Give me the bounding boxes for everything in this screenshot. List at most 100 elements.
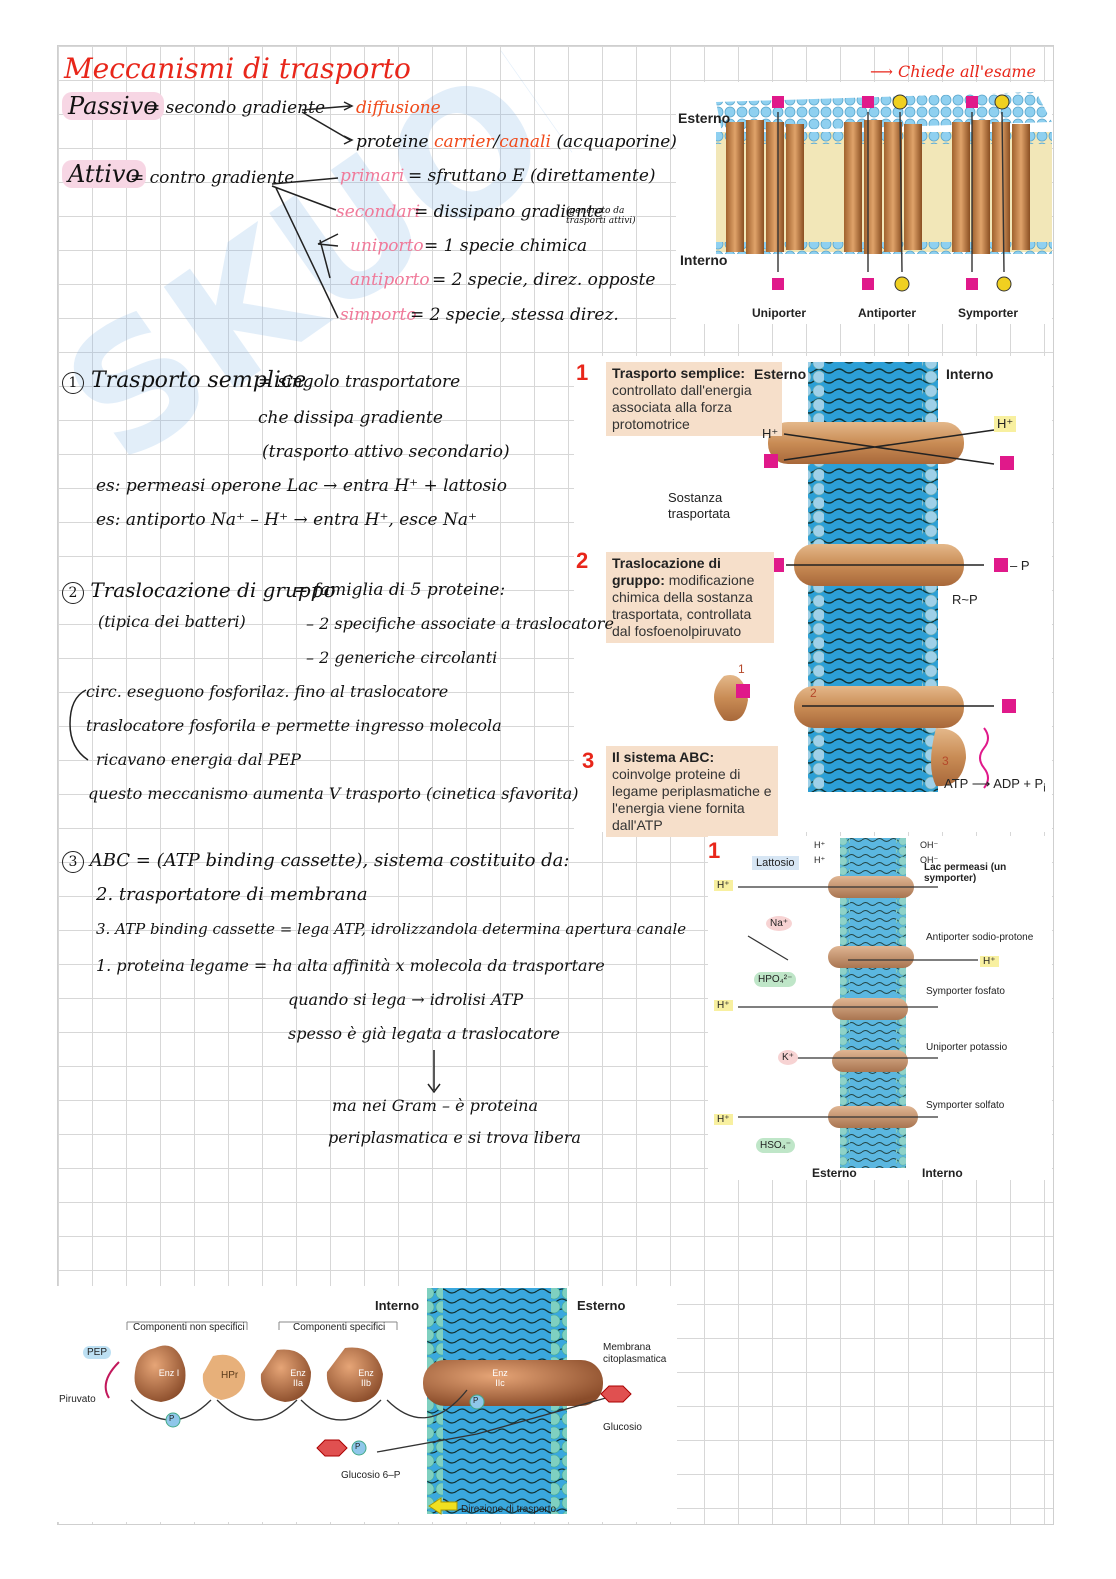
proteine-line: proteine carrier/canali (acquaporine) — [356, 132, 677, 152]
secondari-note: (generato da trasporti attivi) — [566, 206, 636, 226]
fig3-hplus-4: H⁺ — [714, 1114, 733, 1125]
fig1-interno: Interno — [680, 252, 728, 268]
fig2-component-2: 2 — [810, 686, 817, 700]
simporto: simporto — [340, 305, 417, 325]
section2-line4: – 2 generiche circolanti — [306, 648, 498, 667]
section3-item2: 2. trasportatore di membrana — [96, 884, 368, 905]
fig4-enz1: Enz I — [158, 1368, 180, 1378]
simporto-def: = 2 specie, stessa direz. — [410, 305, 619, 325]
section2-line2: (tipica dei batteri) — [98, 612, 246, 631]
uniporto-def: = 1 specie chimica — [424, 236, 588, 256]
fig3-hso4: HSO₄⁻ — [756, 1138, 796, 1153]
fig3-uniporter: Uniporter potassio — [926, 1042, 1008, 1053]
fig2-rp-label: R~P — [952, 592, 978, 607]
uniporto: uniporto — [350, 236, 424, 256]
section2-line8: questo meccanismo aumenta V trasporto (c… — [88, 784, 579, 803]
section2-line3: – 2 specifiche associate a traslocatore — [306, 614, 614, 633]
fig4-interno: Interno — [375, 1298, 420, 1313]
fig3-hplus-2: H⁺ — [980, 956, 999, 967]
section3-line-c: ma nei Gram – è proteina — [332, 1096, 539, 1115]
fig4-direzione: Direzione di trasporto — [461, 1504, 557, 1515]
fig4-enz2c: Enz IIc — [492, 1368, 508, 1388]
page-title: Meccanismi di trasporto — [64, 52, 411, 85]
fig2-atp-reaction: ATP ⟶ ADP + Pi — [944, 776, 1046, 795]
section2-line5: circ. eseguono fosforilaz. fino al trasl… — [86, 682, 449, 701]
membrane-diagram — [716, 92, 1052, 292]
figure-membrane-transporters: 1 Lattosio H⁺ Lac permeasi (un symporter… — [708, 836, 1052, 1180]
uniporter-protein — [726, 120, 804, 254]
fig4-esterno: Esterno — [577, 1298, 626, 1313]
section1-example1: es: permeasi operone Lac → entra H⁺ + la… — [96, 476, 508, 496]
fig2-box3: Il sistema ABC: coinvolge proteine di le… — [606, 746, 778, 837]
fig1-uniporter: Uniporter — [752, 306, 806, 320]
fig3-interno: Interno — [922, 1166, 963, 1180]
section3-heading: 3 ABC = (ATP binding cassette), sistema … — [62, 850, 569, 873]
section1-example2: es: antiporto Na⁺ – H⁺ → entra H⁺, esce … — [96, 510, 477, 530]
section3-line-b: spesso è già legata a traslocatore — [288, 1024, 560, 1043]
figure-pts-system: Interno Esterno Componenti non specifici… — [57, 1286, 677, 1522]
fig2-number-3: 3 — [582, 748, 595, 773]
fig4-p-1: P — [169, 1414, 175, 1423]
fig2-number-1: 1 — [576, 360, 589, 385]
section3-item3: 3. ATP binding cassette = lega ATP, idro… — [96, 920, 687, 938]
fig3-symporter-solfato: Symporter solfato — [926, 1100, 1005, 1111]
fig4-non-specifici: Componenti non specifici — [133, 1322, 245, 1333]
fig4-enz2b: Enz IIb — [358, 1368, 374, 1388]
fig3-k: K⁺ — [778, 1050, 798, 1065]
section2-line7: ricavano energia dal PEP — [96, 750, 301, 769]
passivo-def: = secondo gradiente — [146, 98, 326, 118]
fig4-p-3: P — [355, 1442, 361, 1451]
fig3-hplus-1: H⁺ — [714, 880, 733, 891]
section3-arrow — [427, 1050, 441, 1094]
fig3-oh-column: OH⁻OH⁻ — [920, 840, 939, 865]
section1-line3: (trasporto attivo secondario) — [262, 442, 510, 462]
fig4-membrana: Membrana citoplasmatica — [603, 1342, 667, 1365]
section1-line2: che dissipa gradiente — [258, 408, 443, 428]
attivo-label: Attivo — [62, 160, 146, 188]
fig2-component-3: 3 — [942, 754, 949, 768]
exam-note: ⟶ Chiede all'esame — [870, 62, 1036, 81]
antiporter-protein — [844, 120, 922, 254]
fig4-glucosio6p: Glucosio 6–P — [341, 1470, 401, 1481]
fig4-specifici: Componenti specifici — [293, 1322, 386, 1333]
fig3-na: Na⁺ — [766, 916, 793, 931]
fig2-number-2: 2 — [576, 548, 589, 573]
fig4-piruvato: Piruvato — [59, 1394, 96, 1405]
pts-diagram — [104, 1288, 632, 1515]
fig2-esterno: Esterno — [754, 366, 807, 382]
fig4-glucosio: Glucosio — [603, 1422, 642, 1433]
atp-binding-cassette — [931, 728, 966, 787]
section2-heading: 2 Traslocazione di gruppo — [62, 578, 336, 604]
passivo-label: Passivo — [62, 92, 164, 120]
symporter-protein — [952, 120, 1030, 254]
antiporto: antiporto — [350, 270, 430, 290]
fig2-box1: Trasporto semplice: controllato dall'ene… — [606, 362, 782, 436]
fig2-hplus-left: H⁺ — [762, 426, 779, 441]
fig3-lattosio: Lattosio — [752, 856, 799, 870]
fig3-symporter-fosfato: Symporter fosfato — [926, 986, 1005, 997]
fig2-box2: Traslocazione di gruppo: modificazione c… — [606, 552, 774, 643]
fig1-symporter: Symporter — [958, 306, 1019, 320]
section3-line-d: periplasmatica e si trova libera — [328, 1128, 581, 1147]
fig2-component-1: 1 — [738, 662, 745, 676]
fig3-hpo4: HPO₄²⁻ — [754, 972, 797, 987]
fig2-p-label: – P — [1010, 558, 1030, 573]
transporter-membrane — [738, 838, 978, 1168]
mechanism-membrane — [714, 362, 1016, 792]
fig4-p-2: P — [473, 1396, 479, 1405]
section3-item1: 1. proteina legame = ha alta affinità x … — [96, 956, 605, 975]
section1-heading: 1 Trasporto semplice — [62, 368, 306, 394]
attivo-def: = contro gradiente — [130, 168, 295, 188]
antiporto-def: = 2 specie, direz. opposte — [432, 270, 656, 290]
primari-def: = sfruttano E (direttamente) — [408, 166, 656, 186]
attivo-arrows — [271, 177, 339, 319]
passivo-arrows — [301, 101, 354, 145]
section1-line1: = singolo trasportatore — [258, 372, 461, 392]
section2-bracket — [69, 689, 89, 761]
fig3-hplus-3: H⁺ — [714, 1000, 733, 1011]
secondari: secondari — [336, 202, 421, 222]
fig3-lac-permeasi: Lac permeasi (un symporter) — [924, 862, 1007, 884]
section3-line-a: quando si lega → idrolisi ATP — [288, 990, 524, 1009]
fig3-esterno: Esterno — [812, 1166, 857, 1180]
abc-transporter — [794, 686, 964, 728]
